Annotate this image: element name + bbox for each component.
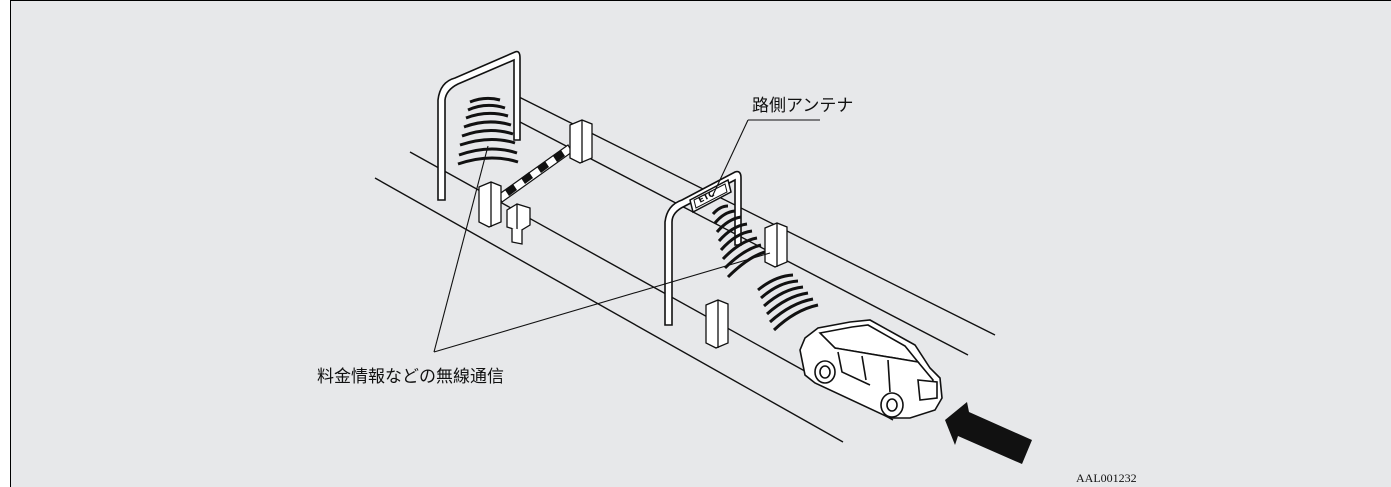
camera-icon — [506, 203, 531, 245]
left-gantry — [437, 50, 521, 201]
figure-code: AAL001232 — [1076, 471, 1137, 485]
leader-lines — [433, 119, 820, 353]
wireless-comm-label: 料金情報などの無線通信 — [317, 367, 504, 387]
diagram-panel — [10, 0, 1391, 487]
right-gantry — [664, 170, 742, 326]
left-barrier — [497, 144, 573, 203]
roadside-antenna-label: 路側アンテナ — [752, 96, 853, 116]
toll-booths — [478, 119, 788, 349]
car-beam — [757, 273, 819, 332]
direction-arrow-icon — [945, 402, 1032, 464]
car-icon — [799, 319, 943, 419]
left-beam — [457, 96, 519, 166]
